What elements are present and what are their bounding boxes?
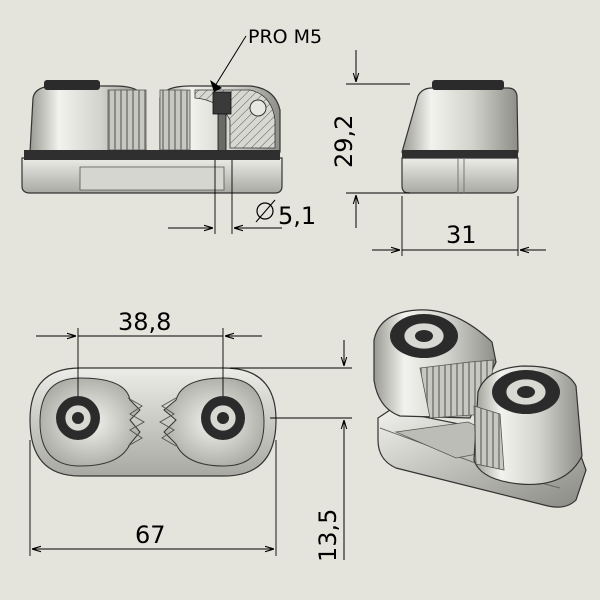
dim-half-width: 13,5 xyxy=(230,340,352,562)
dim-hole-diameter: 5,1 xyxy=(168,160,316,234)
dim-total-length-text: 67 xyxy=(135,521,166,549)
dim-hole-diameter-text: 5,1 xyxy=(278,202,316,230)
dim-depth-text: 31 xyxy=(446,221,477,249)
side-view xyxy=(401,80,519,194)
dim-depth: 31 xyxy=(372,196,546,256)
front-view xyxy=(21,80,283,194)
dim-height: 29,2 xyxy=(330,50,410,228)
callout-pro-m5: PRO M5 xyxy=(210,26,322,92)
dim-half-width-text: 13,5 xyxy=(314,509,342,562)
dim-center-distance-text: 38,8 xyxy=(118,308,171,336)
isometric-view xyxy=(373,309,587,508)
dim-total-length: 67 xyxy=(29,440,277,556)
top-view xyxy=(29,367,277,477)
dim-height-text: 29,2 xyxy=(330,115,358,168)
dim-center-distance: 38,8 xyxy=(36,308,262,396)
callout-label: PRO M5 xyxy=(248,26,322,48)
